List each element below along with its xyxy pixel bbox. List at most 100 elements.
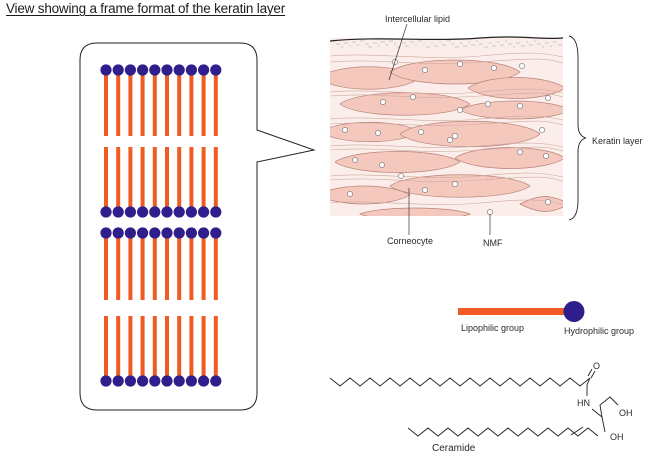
lipid-head xyxy=(173,206,185,218)
surface-stipple xyxy=(455,46,457,48)
lipid-tail xyxy=(104,316,108,381)
intercellular-lipid-streak xyxy=(330,88,563,94)
surface-stipple xyxy=(492,45,494,47)
surface-stipple xyxy=(426,46,428,48)
lipid-tail xyxy=(189,147,194,212)
intercellular-lipid-streak xyxy=(330,172,563,178)
lipid-tail xyxy=(152,70,157,136)
nmf-particle xyxy=(485,101,491,107)
lipid-tail xyxy=(128,316,133,381)
nmf-particle xyxy=(398,173,404,179)
nmf-particle xyxy=(545,95,551,101)
lipid-head xyxy=(100,64,112,76)
surface-stipple xyxy=(486,46,488,48)
surface-stipple xyxy=(434,45,436,47)
nmf-particle xyxy=(342,127,348,133)
lipid-head xyxy=(124,206,136,218)
nmf-particle xyxy=(347,191,353,197)
ceramide-oh-lower-label: OH xyxy=(610,432,624,442)
lipid-tail xyxy=(213,316,218,381)
surface-stipple xyxy=(423,43,425,45)
lipid-head xyxy=(149,227,161,239)
lipid-tail xyxy=(140,233,145,300)
surface-stipple xyxy=(476,40,478,42)
surface-stipple xyxy=(367,43,369,45)
lipid-tail xyxy=(213,233,218,300)
lipid-tail xyxy=(128,233,133,300)
corneocyte-cell xyxy=(334,151,461,173)
corneocyte-cell xyxy=(389,59,521,85)
lipid-tail xyxy=(116,70,121,136)
surface-stipple xyxy=(378,45,380,47)
surface-stipple xyxy=(484,46,486,48)
lipid-tail xyxy=(104,70,108,136)
lipid-head xyxy=(149,206,161,218)
intercellular-lipid-leader xyxy=(388,23,408,81)
surface-stipple xyxy=(418,40,420,42)
lipid-bilayer-stack xyxy=(100,64,222,387)
surface-stipple xyxy=(510,43,512,45)
surface-stipple xyxy=(553,41,555,43)
legend-molecule xyxy=(458,301,585,322)
surface-stipple xyxy=(354,41,356,43)
lipid-head xyxy=(173,227,185,239)
nmf-particle xyxy=(452,133,458,139)
lipid-tail xyxy=(152,233,157,300)
lipid-head xyxy=(173,64,185,76)
surface-stipple xyxy=(531,44,533,46)
lipid-head xyxy=(137,227,149,239)
lipid-tail xyxy=(140,70,145,136)
surface-stipple xyxy=(375,42,377,44)
surface-stipple xyxy=(447,40,449,42)
nmf-particle xyxy=(519,63,525,69)
lipid-head xyxy=(161,206,173,218)
lipid-head xyxy=(161,64,173,76)
surface-stipple xyxy=(352,41,354,43)
nmf-particle xyxy=(379,162,385,168)
surface-stipple xyxy=(497,41,499,43)
nmf-particle xyxy=(352,157,358,163)
surface-stipple xyxy=(436,45,438,47)
lipid-tail xyxy=(201,233,206,300)
corneocyte-cell xyxy=(359,207,471,216)
surface-stipple xyxy=(502,44,504,46)
nmf-particle xyxy=(380,99,386,105)
surface-stipple xyxy=(346,42,348,44)
surface-stipple xyxy=(521,45,523,47)
surface-stipple xyxy=(460,42,462,44)
lipid-tail xyxy=(116,147,121,212)
nmf-particle xyxy=(447,137,453,143)
surface-stipple xyxy=(481,43,483,45)
lipid-tail xyxy=(140,147,145,212)
surface-stipple xyxy=(550,45,552,47)
surface-stipple xyxy=(402,42,404,44)
lipid-head xyxy=(112,206,124,218)
corneocyte-label: Corneocyte xyxy=(387,236,434,246)
surface-stipple xyxy=(465,45,467,47)
surface-stipple xyxy=(473,44,475,46)
surface-stipple xyxy=(523,45,525,47)
intercellular-lipid-label: Intercellular lipid xyxy=(385,14,451,24)
lipophilic-group-label: Lipophilic group xyxy=(461,323,525,333)
surface-stipple xyxy=(457,46,459,48)
nmf-particle xyxy=(517,149,523,155)
keratin-layer-brace xyxy=(568,35,587,221)
ceramide-oxygen-label: O xyxy=(593,361,601,371)
surface-stipple xyxy=(428,46,430,48)
surface-stipple xyxy=(558,44,560,46)
surface-stipple xyxy=(545,42,547,44)
surface-stipple xyxy=(537,43,539,45)
lipid-head xyxy=(161,375,173,387)
lipid-tail xyxy=(128,147,133,212)
nmf-particle xyxy=(487,209,493,215)
lipid-tail xyxy=(116,316,121,381)
surface-stipple xyxy=(505,40,507,42)
nmf-particle xyxy=(422,187,428,193)
lipid-head xyxy=(112,227,124,239)
lipid-tail xyxy=(213,147,218,212)
lipid-tail xyxy=(128,70,133,136)
surface-stipple xyxy=(338,43,340,45)
intercellular-lipid-streak xyxy=(330,115,563,121)
surface-stipple xyxy=(452,43,454,45)
lipid-head xyxy=(137,375,149,387)
